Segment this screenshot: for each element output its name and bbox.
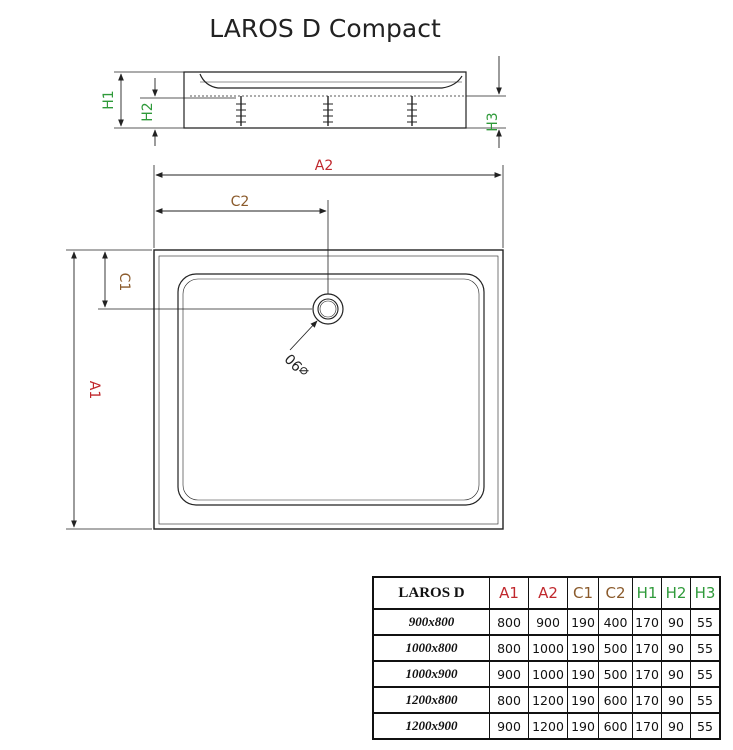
table-header-model: LAROS D — [372, 576, 490, 610]
label-H1: H1 — [101, 90, 117, 109]
page-title: LAROS D Compact — [209, 14, 441, 43]
column-header: H1 — [632, 576, 662, 610]
cell: 1000 — [528, 660, 568, 688]
column-header: H2 — [661, 576, 691, 610]
label-C2: C2 — [231, 194, 250, 210]
cell: 90 — [661, 686, 691, 714]
cell: 55 — [690, 712, 721, 740]
cell: 900 — [489, 712, 529, 740]
cell: 190 — [567, 634, 599, 662]
dimension-lines — [66, 165, 504, 530]
column-header: C1 — [567, 576, 599, 610]
column-header: C2 — [598, 576, 633, 610]
row-model: 1000x800 — [372, 634, 490, 662]
cell: 55 — [690, 660, 721, 688]
table-row: 1000x800 800 1000 190 500 170 90 55 — [372, 634, 721, 662]
cell: 170 — [632, 634, 662, 662]
tray-outline — [153, 249, 504, 530]
cell: 90 — [661, 712, 691, 740]
column-header: H3 — [690, 576, 721, 610]
label-A2: A2 — [315, 158, 333, 174]
cell: 190 — [567, 712, 599, 740]
cell: 500 — [598, 660, 633, 688]
top-view — [153, 249, 504, 530]
cell: 90 — [661, 634, 691, 662]
cell: 90 — [661, 660, 691, 688]
row-model: 1200x900 — [372, 712, 490, 740]
row-model: 1000x900 — [372, 660, 490, 688]
cell: 600 — [598, 712, 633, 740]
table-header-row: LAROS D A1 A2 C1 C2 H1 H2 H3 — [372, 576, 721, 610]
side-view — [114, 56, 506, 148]
dimensions-table: LAROS D A1 A2 C1 C2 H1 H2 H3 900x800 800… — [372, 576, 721, 740]
tray-foot — [407, 96, 417, 126]
cell: 400 — [598, 608, 633, 636]
cell: 55 — [690, 634, 721, 662]
tray-side-outline — [183, 71, 467, 129]
label-drain-diameter: ⌀90 — [282, 350, 312, 380]
tray-foot — [323, 96, 333, 126]
cell: 170 — [632, 712, 662, 740]
table-row: 1200x900 900 1200 190 600 170 90 55 — [372, 712, 721, 740]
cell: 800 — [489, 686, 529, 714]
cell: 1000 — [528, 634, 568, 662]
cell: 1200 — [528, 712, 568, 740]
tray-foot — [236, 96, 246, 126]
cell: 190 — [567, 660, 599, 688]
table-row: 1200x800 800 1200 190 600 170 90 55 — [372, 686, 721, 714]
label-A1: A1 — [86, 381, 102, 399]
cell: 190 — [567, 608, 599, 636]
cell: 170 — [632, 686, 662, 714]
tray-inner-rim — [158, 255, 499, 525]
cell: 170 — [632, 608, 662, 636]
cell: 800 — [489, 608, 529, 636]
cell: 55 — [690, 686, 721, 714]
row-model: 900x800 — [372, 608, 490, 636]
cell: 500 — [598, 634, 633, 662]
cell: 800 — [489, 634, 529, 662]
cell: 600 — [598, 686, 633, 714]
label-H2: H2 — [140, 102, 156, 121]
row-model: 1200x800 — [372, 686, 490, 714]
tray-basin-profile — [199, 73, 463, 89]
cell: 900 — [489, 660, 529, 688]
cell: 90 — [661, 608, 691, 636]
tray-basin — [177, 273, 485, 506]
table-row: 1000x900 900 1000 190 500 170 90 55 — [372, 660, 721, 688]
technical-drawing: H1 H2 H3 ⌀90 A2 C2 A1 C1 — [66, 56, 506, 530]
label-C1: C1 — [116, 273, 132, 292]
column-header: A1 — [489, 576, 529, 610]
label-H3: H3 — [485, 112, 501, 131]
table-row: 900x800 800 900 190 400 170 90 55 — [372, 608, 721, 636]
cell: 1200 — [528, 686, 568, 714]
cell: 190 — [567, 686, 599, 714]
cell: 900 — [528, 608, 568, 636]
cell: 170 — [632, 660, 662, 688]
column-header: A2 — [528, 576, 568, 610]
cell: 55 — [690, 608, 721, 636]
